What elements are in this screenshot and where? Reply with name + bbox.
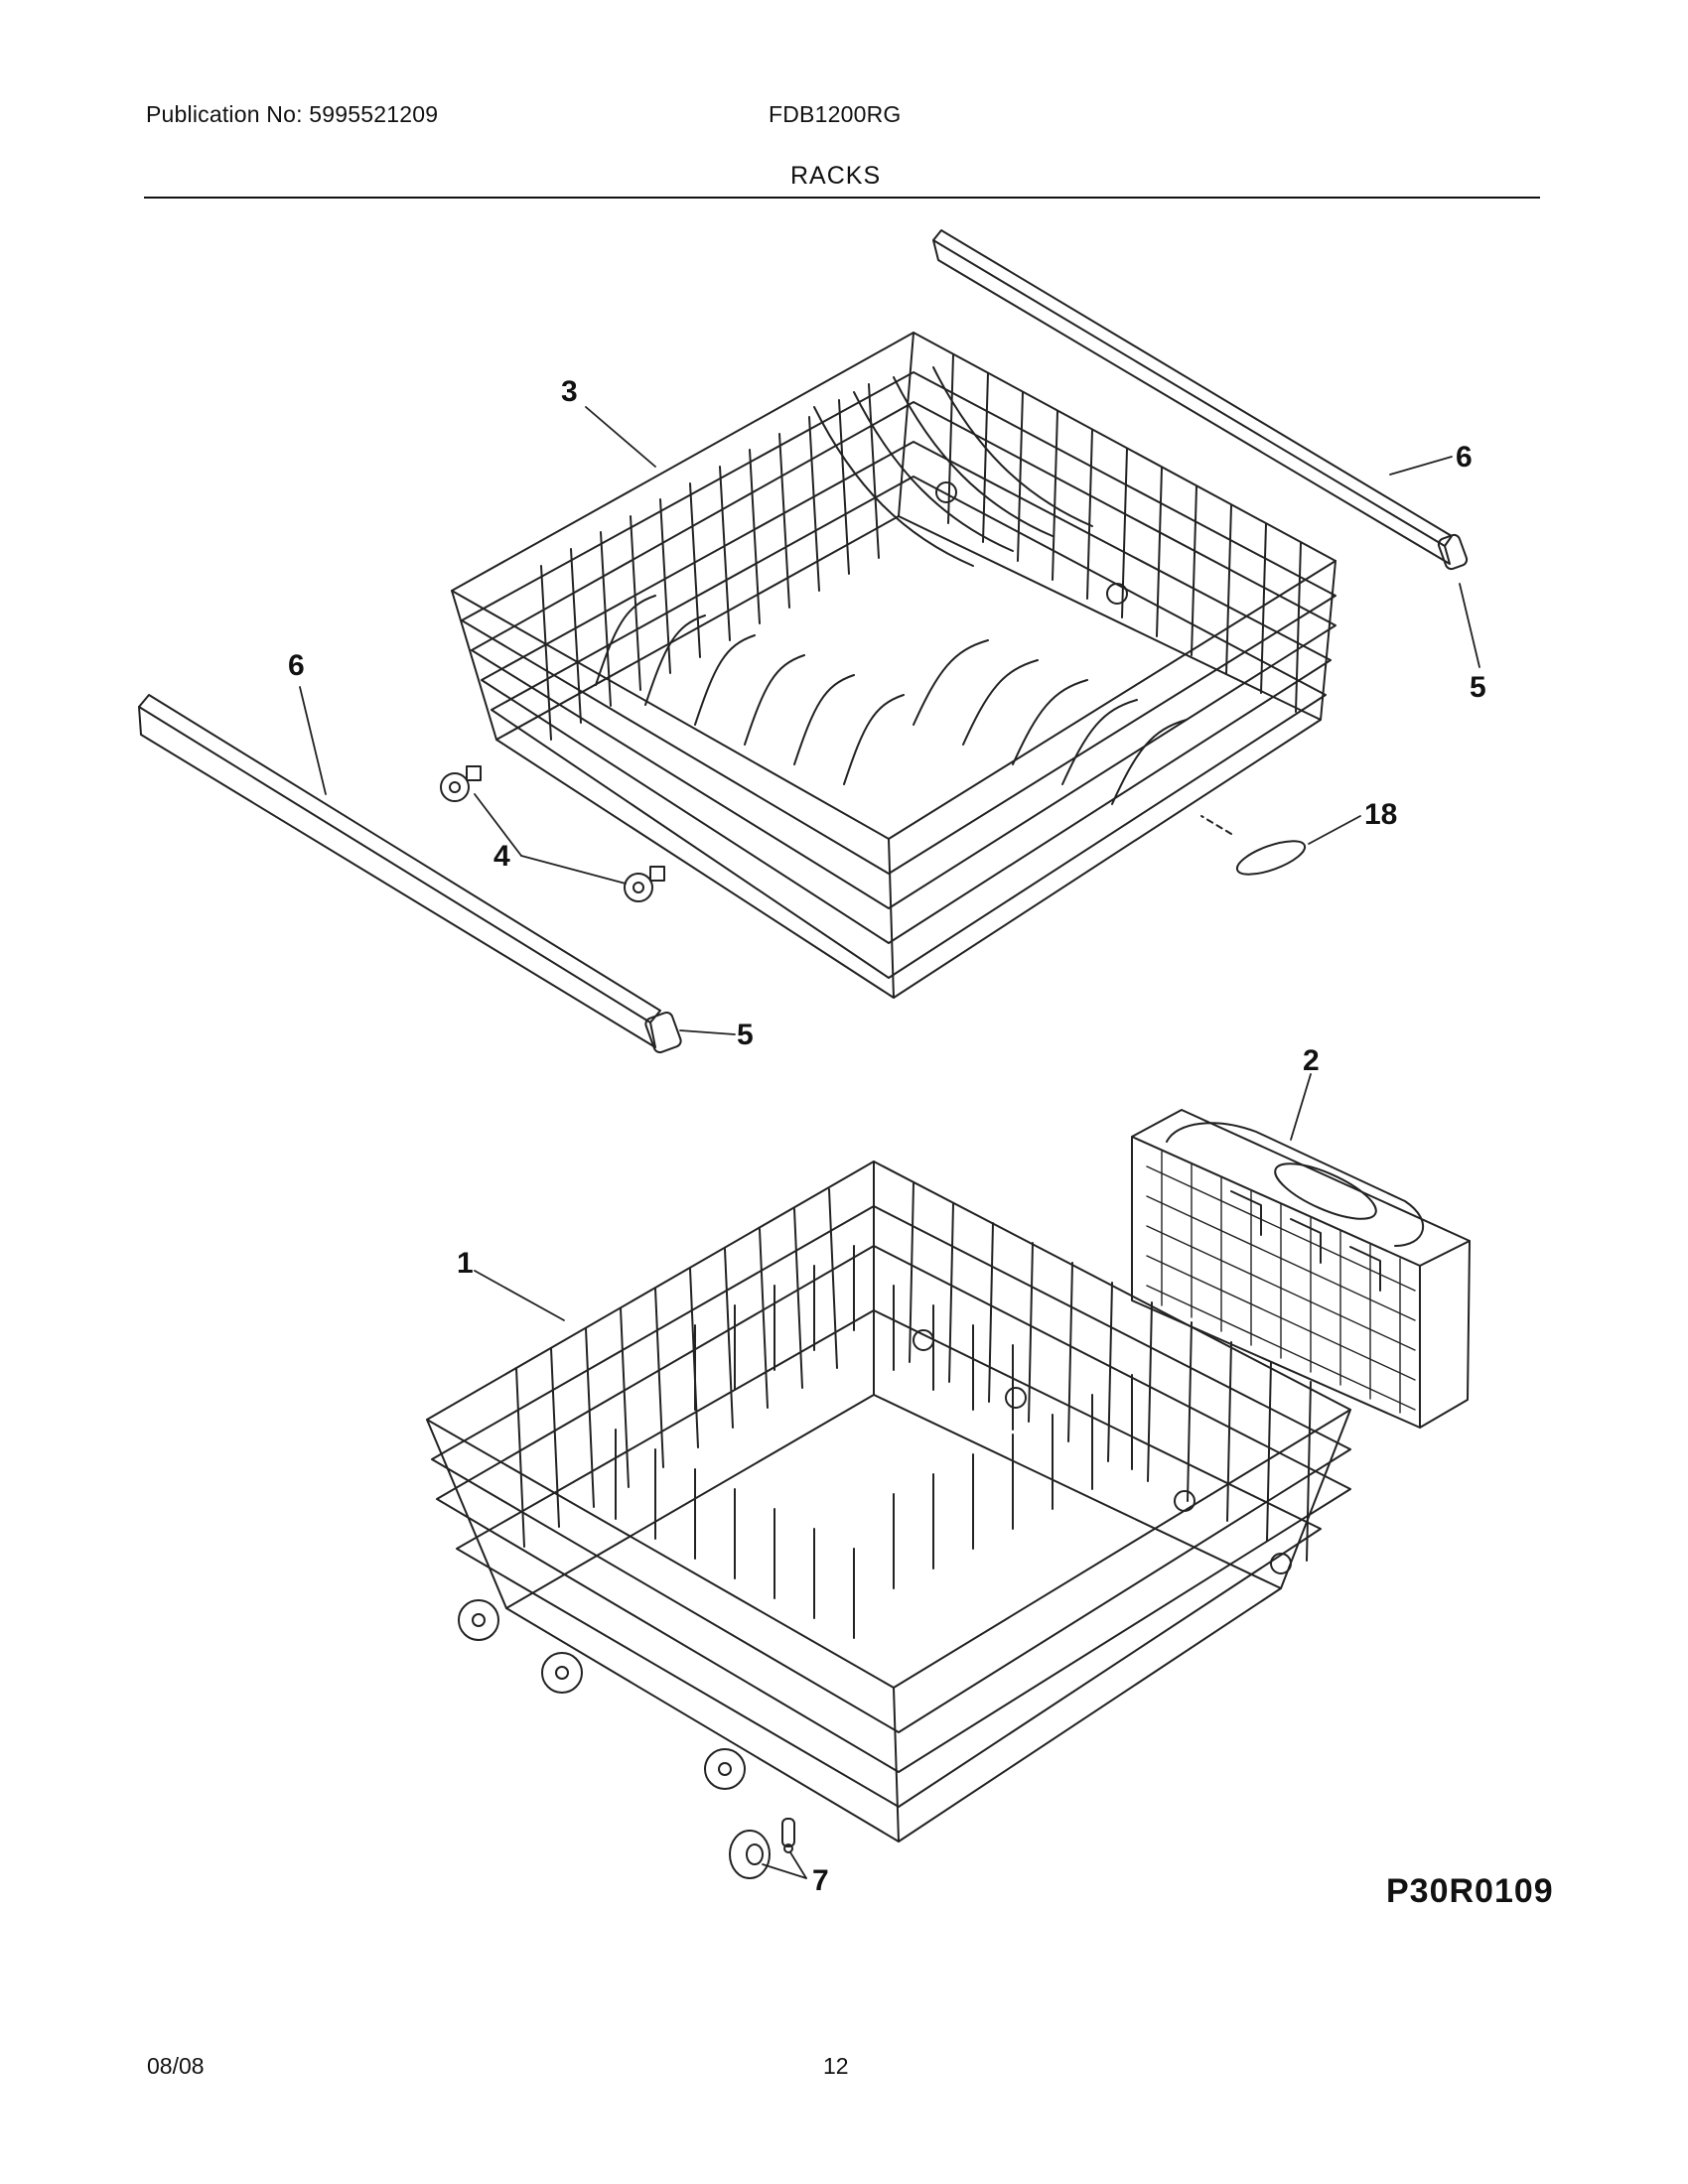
rack-clip [1200, 815, 1307, 876]
page-number: 12 [823, 2053, 849, 2079]
lower-rack-wheels [458, 1599, 746, 1790]
callout-1: 1 [457, 1247, 474, 1280]
publication-number: Publication No: 5995521209 [146, 101, 439, 127]
callout-3: 3 [561, 375, 578, 408]
callout-2: 2 [1303, 1044, 1320, 1077]
section-title: RACKS [790, 162, 882, 190]
callout-6-right: 6 [1456, 441, 1473, 474]
header-rule [144, 197, 1540, 199]
silverware-basket [1131, 1109, 1471, 1429]
rack-rail-right [932, 229, 1453, 565]
figure-code: P30R0109 [1386, 1872, 1554, 1910]
rail-end-cap-left [644, 1011, 682, 1054]
lower-rack [426, 1160, 1351, 1843]
publication-date: 08/08 [147, 2053, 205, 2079]
callout-4: 4 [493, 840, 510, 873]
callout-5-right: 5 [1470, 671, 1486, 704]
upper-rack [451, 332, 1336, 999]
callout-7: 7 [812, 1864, 829, 1897]
wheel-and-axle [729, 1818, 795, 1879]
callout-5-left: 5 [737, 1019, 754, 1051]
model-number: FDB1200RG [769, 101, 902, 127]
leader-lines [299, 406, 1480, 1879]
upper-rack-rollers [440, 765, 665, 902]
callout-6-left: 6 [288, 649, 305, 682]
rail-end-cap-right [1437, 533, 1469, 571]
callout-18: 18 [1364, 798, 1397, 831]
